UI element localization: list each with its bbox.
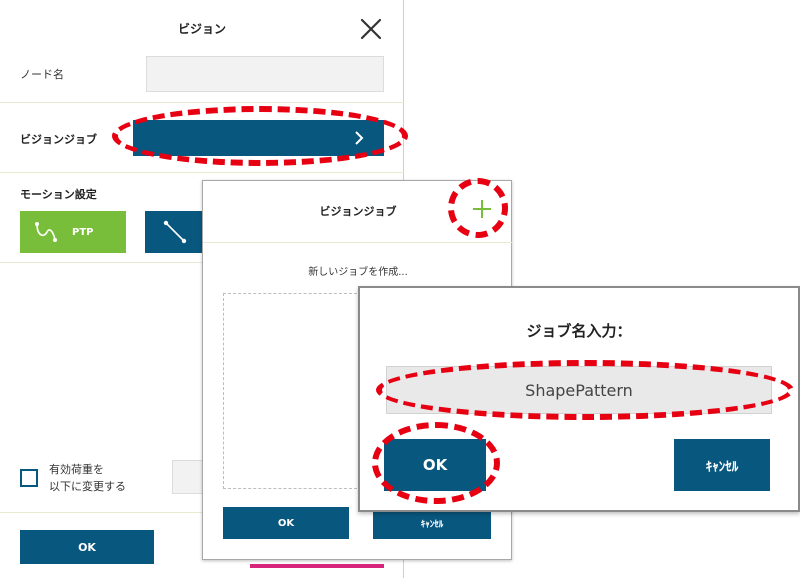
linear-motion-button[interactable] bbox=[145, 211, 205, 253]
panel-title: ビジョン bbox=[177, 22, 226, 36]
cancel-button[interactable]: ｷｬﾝｾﾙ bbox=[674, 439, 770, 491]
dialog-title: ジョブ名入力： bbox=[526, 322, 632, 340]
payload-label-line1: 有効荷重を bbox=[49, 463, 104, 476]
ok-button[interactable]: OK bbox=[223, 507, 349, 539]
divider bbox=[203, 242, 513, 243]
job-name-input[interactable]: ShapePattern bbox=[386, 366, 772, 414]
chevron-right-icon bbox=[354, 130, 364, 146]
node-name-label: ノード名 bbox=[20, 68, 64, 81]
node-name-input[interactable] bbox=[146, 56, 384, 92]
dialog-title: ビジョンジョブ bbox=[319, 205, 397, 218]
motion-settings-label: モーション設定 bbox=[20, 188, 97, 201]
ptp-curve-icon bbox=[34, 220, 58, 244]
cancel-button[interactable]: ｷｬﾝｾﾙ bbox=[373, 507, 491, 539]
linear-motion-icon bbox=[162, 219, 188, 245]
ok-button[interactable]: OK bbox=[20, 530, 154, 564]
payload-checkbox[interactable] bbox=[20, 469, 38, 487]
payload-label-line2: 以下に変更する bbox=[49, 480, 126, 493]
divider bbox=[0, 102, 404, 103]
plus-icon[interactable] bbox=[471, 198, 493, 220]
new-job-text[interactable]: 新しいジョブを作成... bbox=[308, 267, 408, 278]
payload-label: 有効荷重を 以下に変更する bbox=[49, 461, 126, 495]
pink-button-edge[interactable] bbox=[250, 564, 384, 568]
ptp-motion-button[interactable]: PTP bbox=[20, 211, 126, 253]
job-name-dialog: ジョブ名入力： ShapePattern OK ｷｬﾝｾﾙ bbox=[358, 286, 800, 512]
vision-job-select-button[interactable] bbox=[133, 120, 384, 156]
vision-job-label: ビジョンジョブ bbox=[20, 133, 97, 146]
close-icon[interactable] bbox=[359, 17, 383, 41]
divider bbox=[0, 172, 404, 173]
ok-button[interactable]: OK bbox=[384, 439, 486, 491]
ptp-label: PTP bbox=[72, 226, 94, 238]
